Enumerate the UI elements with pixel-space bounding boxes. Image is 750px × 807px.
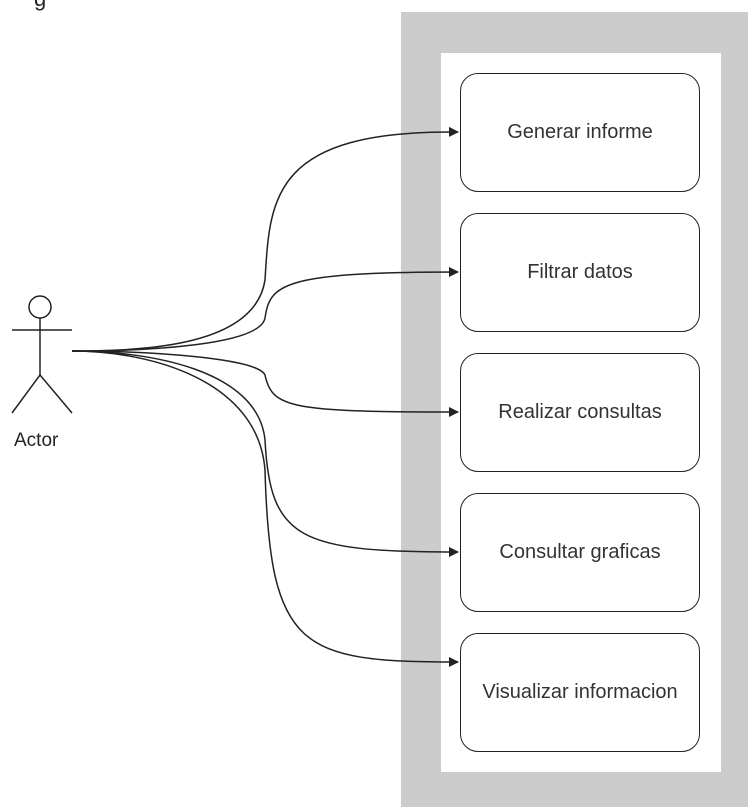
diagram-title-fragment: g [0, 0, 70, 16]
use-case-label: Generar informe [507, 121, 653, 143]
actor-stick-figure-icon[interactable] [0, 280, 90, 420]
use-case-visualizar-informacion[interactable]: Visualizar informacion [460, 633, 700, 752]
use-case-consultar-graficas[interactable]: Consultar graficas [460, 493, 700, 612]
use-case-label: Realizar consultas [498, 401, 662, 423]
use-case-label: Filtrar datos [527, 261, 633, 283]
title-fragment-text: g [34, 0, 46, 12]
actor-label: Actor [14, 430, 59, 451]
use-case-generar-informe[interactable]: Generar informe [460, 73, 700, 192]
use-case-label: Consultar graficas [499, 541, 661, 563]
actor-head [28, 295, 52, 319]
use-case-label: Visualizar informacion [482, 681, 678, 703]
actor-left-leg [11, 374, 41, 414]
use-case-realizar-consultas[interactable]: Realizar consultas [460, 353, 700, 472]
actor-right-leg [39, 374, 73, 414]
use-case-filtrar-datos[interactable]: Filtrar datos [460, 213, 700, 332]
